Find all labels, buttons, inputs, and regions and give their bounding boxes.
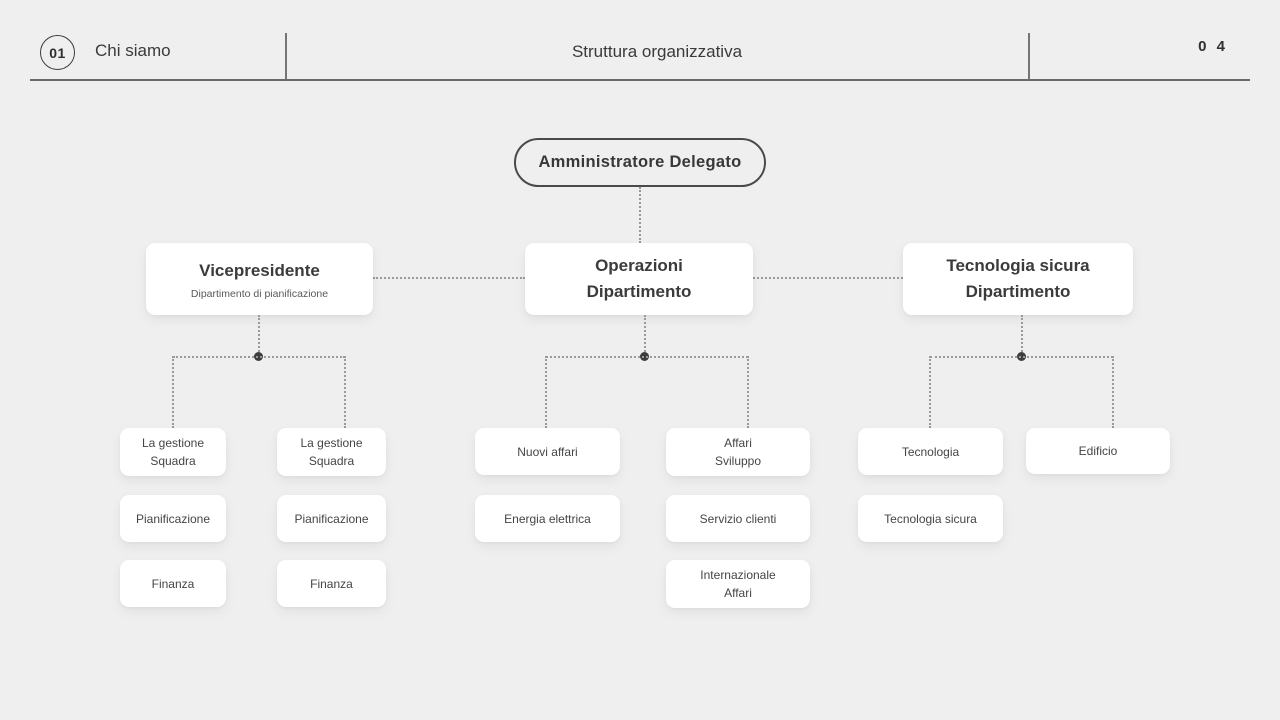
dept-title: Tecnologia sicura Dipartimento xyxy=(946,255,1090,301)
connector-root-vertical xyxy=(639,187,641,243)
connector-dept-right xyxy=(753,277,903,279)
section-label: Chi siamo xyxy=(95,41,171,60)
org-node: Nuovi affari xyxy=(475,428,620,475)
org-node: Pianificazione xyxy=(277,495,386,542)
connector-branch xyxy=(930,356,1113,358)
org-node: Pianificazione xyxy=(120,495,226,542)
header-divider-right xyxy=(1028,33,1030,80)
connector-branch xyxy=(173,356,345,358)
dept-card-vicepresidente: Vicepresidente Dipartimento di pianifica… xyxy=(146,243,373,315)
connector-drop xyxy=(929,356,931,428)
connector-stub xyxy=(644,315,646,356)
header-rule xyxy=(30,79,1250,81)
org-node: Internazionale Affari xyxy=(666,560,810,608)
org-node: La gestione Squadra xyxy=(120,428,226,476)
org-node: Tecnologia sicura xyxy=(858,495,1003,542)
org-node: Tecnologia xyxy=(858,428,1003,475)
connector-drop xyxy=(1112,356,1114,428)
page-number: 0 4 xyxy=(1198,38,1228,55)
connector-stub xyxy=(1021,315,1023,356)
section-number-badge: 01 xyxy=(40,35,75,70)
dept-title: Vicepresidente xyxy=(199,261,320,281)
dept-card-tecnologia-sicura: Tecnologia sicura Dipartimento xyxy=(903,243,1133,315)
connector-drop xyxy=(344,356,346,428)
org-node: Finanza xyxy=(120,560,226,607)
org-node: Energia elettrica xyxy=(475,495,620,542)
org-node: Finanza xyxy=(277,560,386,607)
connector-dept-left xyxy=(373,277,525,279)
org-node: Edificio xyxy=(1026,428,1170,474)
connector-branch xyxy=(546,356,748,358)
org-root-node: Amministratore Delegato xyxy=(514,138,766,187)
connector-stub xyxy=(258,315,260,356)
connector-drop xyxy=(545,356,547,428)
header-divider-left xyxy=(285,33,287,80)
dept-title: Operazioni Dipartimento xyxy=(586,255,692,301)
org-node: Affari Sviluppo xyxy=(666,428,810,476)
org-node: Servizio clienti xyxy=(666,495,810,542)
dept-subtitle: Dipartimento di pianificazione xyxy=(190,287,329,300)
dept-card-operazioni: Operazioni Dipartimento xyxy=(525,243,753,315)
connector-drop xyxy=(172,356,174,428)
connector-drop xyxy=(747,356,749,428)
org-node: La gestione Squadra xyxy=(277,428,386,476)
page-title: Struttura organizzativa xyxy=(571,42,743,61)
